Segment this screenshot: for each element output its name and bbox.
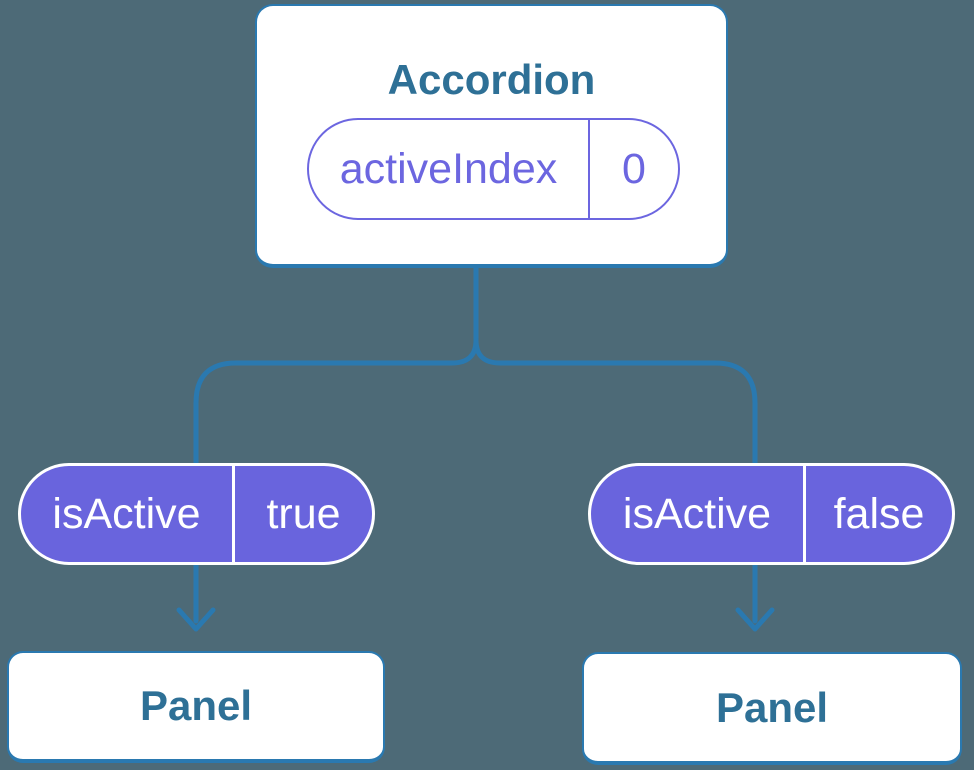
prop-pill-isactive-false: isActive false — [588, 463, 955, 565]
arrowhead-left-icon — [176, 607, 216, 632]
accordion-title: Accordion — [387, 56, 596, 103]
connector-right-branch — [473, 337, 758, 624]
prop-pill-value: false — [833, 489, 925, 538]
arrowhead-right-icon — [735, 607, 775, 632]
panel-card-left: Panel — [7, 651, 385, 763]
state-pill-label: activeIndex — [309, 120, 590, 218]
prop-pill-label: isActive — [21, 466, 235, 562]
prop-pill-value: true — [266, 489, 341, 538]
state-pill-value: 0 — [622, 144, 646, 193]
state-pill-activeindex: activeIndex 0 — [307, 118, 680, 220]
panel-card-right: Panel — [582, 652, 962, 765]
prop-pill-isactive-true: isActive true — [18, 463, 375, 565]
accordion-card: Accordion activeIndex 0 — [255, 4, 728, 268]
panel-title: Panel — [139, 682, 253, 729]
connector-stem-left-branch — [193, 263, 479, 624]
prop-pill-label: isActive — [591, 466, 806, 562]
panel-title: Panel — [715, 683, 829, 731]
